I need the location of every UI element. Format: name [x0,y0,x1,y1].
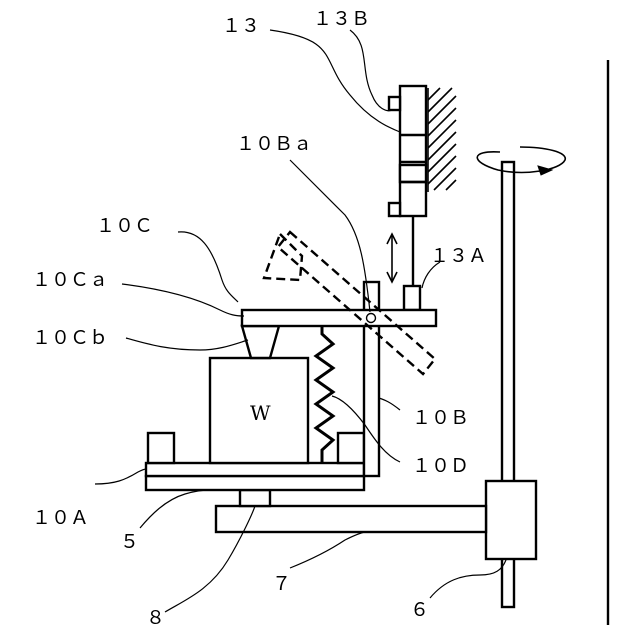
connector-8 [240,490,270,506]
spring-10D [316,324,333,463]
label-6: ６ [410,599,429,621]
base-10A [146,463,364,476]
label-7: ７ [272,573,291,595]
label-8: ８ [146,607,165,629]
block-right [338,433,364,463]
wall-hatch [428,88,456,192]
label-10C: １０Ｃ [96,215,153,237]
label-W: W [250,401,271,425]
plate-5 [146,476,364,490]
label-10Cb: １０Ｃｂ [32,327,108,349]
label-10A: １０Ａ [32,507,89,529]
block-left [148,433,174,463]
label-13: １３ [222,15,260,37]
arm-7 [216,506,486,532]
label-13B: １３Ｂ [313,8,370,30]
label-13A: １３Ａ [430,245,487,267]
label-5: ５ [120,531,139,553]
label-10Ba: １０Ｂａ [236,133,312,155]
label-10D: １０Ｄ [412,455,469,477]
label-10B: １０Ｂ [412,407,469,429]
pivot-10Ba [367,314,376,323]
label-10Ca: １０Ｃａ [32,269,108,291]
clamp-pad-10Cb [242,326,279,358]
stroke-arrow [387,234,397,282]
clamp-arm-10C [242,310,436,326]
rotation-arrow-icon [477,147,565,175]
shaft-6 [486,162,536,607]
